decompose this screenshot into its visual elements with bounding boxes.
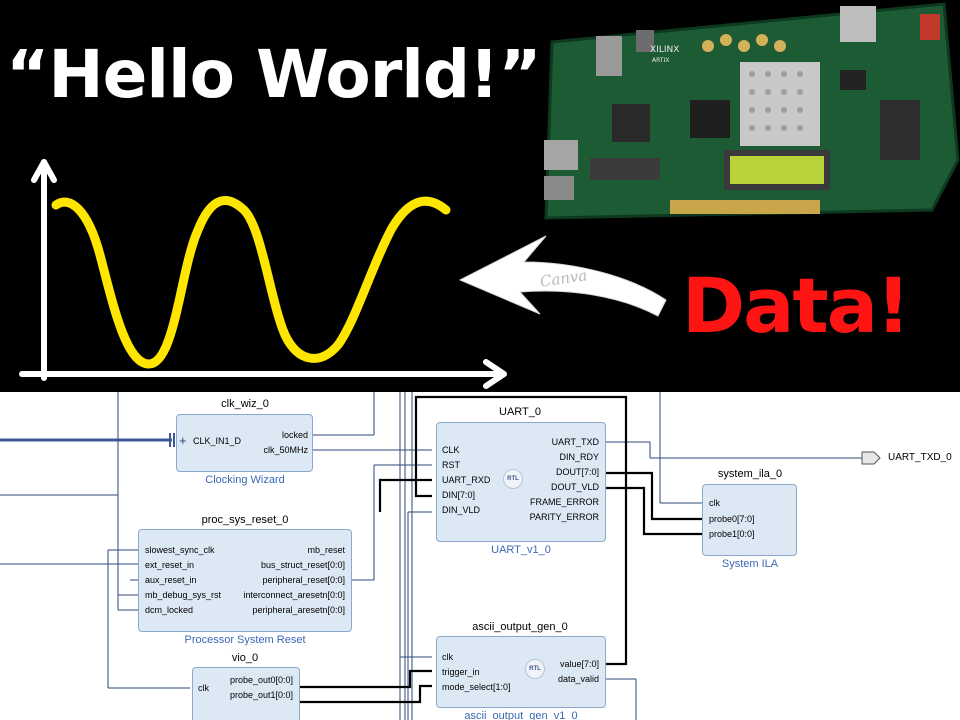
external-port-arrow-icon[interactable] bbox=[861, 451, 881, 465]
ila-ip-name: System ILA bbox=[721, 558, 779, 570]
uart-instance-title: UART_0 bbox=[499, 406, 541, 418]
vio-block[interactable]: clk probe_out0[0:0] probe_out1[0:0] bbox=[192, 667, 300, 720]
port-bus-struct-reset[interactable]: bus_struct_reset[0:0] bbox=[260, 560, 345, 570]
thumbnail-banner: Canva “Hello World!” Data! XILINX ARTIX bbox=[0, 0, 960, 392]
bus-probe-out0[interactable] bbox=[300, 669, 432, 689]
vio-instance-title: vio_0 bbox=[231, 652, 259, 664]
uart-block[interactable]: CLK RST UART_RXD DIN[7:0] DIN_VLD RTL UA… bbox=[436, 422, 606, 542]
rtl-badge: RTL bbox=[525, 659, 545, 679]
port-mb-debug-sys-rst[interactable]: mb_debug_sys_rst bbox=[145, 590, 222, 600]
external-port-label: UART_TXD_0 bbox=[888, 452, 952, 463]
port-probe0[interactable]: probe0[7:0] bbox=[709, 514, 755, 524]
expand-plus-icon[interactable]: + bbox=[179, 433, 187, 448]
bus-dout-to-probe0[interactable] bbox=[606, 471, 702, 521]
bus-value-to-din[interactable] bbox=[414, 395, 628, 666]
port-probe-out1[interactable]: probe_out1[0:0] bbox=[229, 690, 293, 700]
processor-system-reset-block[interactable]: slowest_sync_clk ext_reset_in aux_reset_… bbox=[138, 529, 352, 632]
port-peripheral-reset[interactable]: peripheral_reset[0:0] bbox=[262, 575, 345, 585]
port-din-rdy[interactable]: DIN_RDY bbox=[559, 452, 599, 462]
port-interconnect-aresetn[interactable]: interconnect_aresetn[0:0] bbox=[243, 590, 345, 600]
port-locked[interactable]: locked bbox=[281, 430, 308, 440]
block-design-canvas[interactable]: clk_wiz_0 + CLK_IN1_D locked clk_50MHz C… bbox=[0, 392, 960, 720]
system-ila-block[interactable]: clk probe0[7:0] probe1[0:0] bbox=[702, 484, 797, 556]
port-ascii-clk[interactable]: clk bbox=[442, 652, 453, 662]
board-brand: XILINX bbox=[650, 45, 679, 55]
port-slowest-sync-clk[interactable]: slowest_sync_clk bbox=[145, 545, 215, 555]
port-uart-txd[interactable]: UART_TXD bbox=[551, 437, 599, 447]
port-value[interactable]: value[7:0] bbox=[559, 659, 599, 669]
port-clk-50mhz[interactable]: clk_50MHz bbox=[263, 445, 308, 455]
port-ila-clk[interactable]: clk bbox=[709, 498, 720, 508]
port-ext-reset-in[interactable]: ext_reset_in bbox=[145, 560, 195, 570]
port-aux-reset-in[interactable]: aux_reset_in bbox=[145, 575, 197, 585]
port-uart-rst[interactable]: RST bbox=[442, 460, 460, 470]
sine-wave-sketch: Canva bbox=[19, 159, 667, 389]
bus-doutvld-to-probe1[interactable] bbox=[606, 486, 702, 536]
reset-instance-title: proc_sys_reset_0 bbox=[201, 514, 289, 526]
hand-drawn-arrow-icon bbox=[458, 235, 667, 317]
port-mode-select[interactable]: mode_select[1:0] bbox=[442, 682, 511, 692]
data-callout: Data! bbox=[682, 261, 911, 350]
ila-instance-title: system_ila_0 bbox=[717, 468, 783, 480]
ascii-instance-title: ascii_output_gen_0 bbox=[472, 621, 568, 633]
port-peripheral-aresetn[interactable]: peripheral_aresetn[0:0] bbox=[252, 605, 345, 615]
net-wires bbox=[0, 392, 881, 720]
port-uart-rxd[interactable]: UART_RXD bbox=[442, 475, 491, 485]
port-mb-reset[interactable]: mb_reset bbox=[307, 545, 345, 555]
port-vio-clk[interactable]: clk bbox=[198, 683, 209, 693]
bus-uart-rxd[interactable] bbox=[378, 478, 432, 512]
clocking-wizard-block[interactable]: + CLK_IN1_D locked clk_50MHz bbox=[176, 414, 313, 472]
port-trigger-in[interactable]: trigger_in bbox=[442, 667, 480, 677]
plot-axes bbox=[19, 159, 507, 389]
bus-probe-out1[interactable] bbox=[300, 684, 432, 704]
port-uart-din-vld[interactable]: DIN_VLD bbox=[442, 505, 481, 515]
reset-ip-name: Processor System Reset bbox=[184, 634, 306, 646]
diff-clock-port-icon bbox=[169, 433, 175, 447]
fpga-board-photo: XILINX ARTIX bbox=[544, 2, 960, 220]
port-probe1[interactable]: probe1[0:0] bbox=[709, 529, 755, 539]
port-dout[interactable]: DOUT[7:0] bbox=[555, 467, 599, 477]
port-dout-vld[interactable]: DOUT_VLD bbox=[550, 482, 599, 492]
ascii-ip-name: ascii_output_gen_v1_0 bbox=[464, 710, 578, 720]
rtl-badge: RTL bbox=[503, 469, 523, 489]
port-parity-error[interactable]: PARITY_ERROR bbox=[529, 512, 599, 522]
port-uart-din[interactable]: DIN[7:0] bbox=[442, 490, 476, 500]
port-dcm-locked[interactable]: dcm_locked bbox=[145, 605, 194, 615]
port-frame-error[interactable]: FRAME_ERROR bbox=[529, 497, 599, 507]
uart-ip-name: UART_v1_0 bbox=[491, 544, 551, 556]
port-clk-in1-d[interactable]: CLK_IN1_D bbox=[193, 436, 242, 446]
clk-wiz-instance-title: clk_wiz_0 bbox=[221, 398, 269, 410]
clk-wiz-ip-name: Clocking Wizard bbox=[205, 474, 285, 486]
board-family: ARTIX bbox=[652, 57, 669, 64]
headline-hello-world: “Hello World!” bbox=[6, 36, 542, 113]
sine-wave-curve bbox=[51, 196, 451, 369]
port-uart-clk[interactable]: CLK bbox=[442, 445, 460, 455]
port-probe-out0[interactable]: probe_out0[0:0] bbox=[229, 675, 293, 685]
ascii-output-gen-block[interactable]: clk trigger_in mode_select[1:0] RTL valu… bbox=[436, 636, 606, 708]
port-data-valid[interactable]: data_valid bbox=[557, 674, 599, 684]
